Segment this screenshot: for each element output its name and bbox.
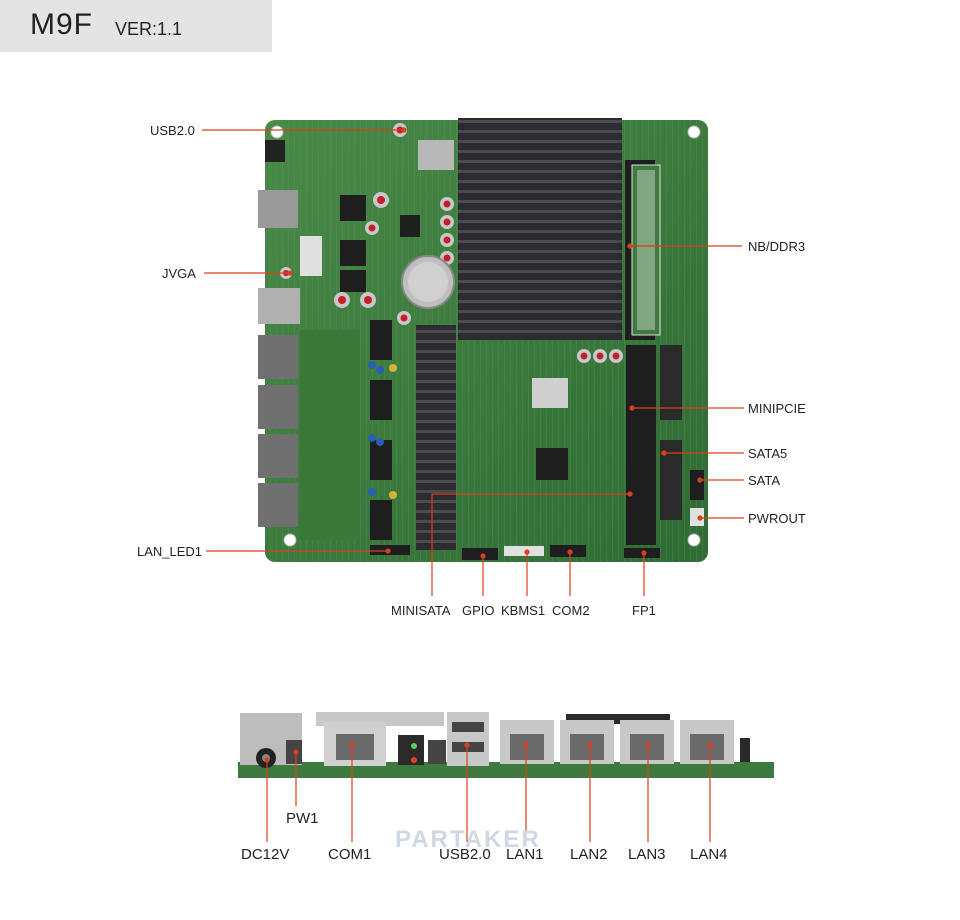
label-usb20: USB2.0 [150,123,195,138]
label-pw1: PW1 [286,810,319,827]
motherboard-io-view [238,712,774,778]
watermark: PARTAKER [395,826,541,853]
label-gpio: GPIO [462,603,495,618]
label-io-usb20: USB2.0 [439,846,491,863]
label-minisata: MINISATA [391,603,451,618]
label-sata: SATA [748,473,781,488]
label-lan3: LAN3 [628,846,666,863]
motherboard-top-view [258,118,708,562]
label-minipcie: MINIPCIE [748,401,806,416]
label-jvga: JVGA [162,266,196,281]
model-name: M9F [30,8,93,41]
header-banner: M9F VER:1.1 [0,0,272,52]
label-com2: COM2 [552,603,590,618]
label-pwrout: PWROUT [748,511,806,526]
label-lan2: LAN2 [570,846,608,863]
leader-lines [202,127,744,842]
label-lan-led1: LAN_LED1 [137,544,203,559]
label-com1: COM1 [328,846,372,863]
label-nb-ddr3: NB/DDR3 [748,239,806,254]
model-version: VER:1.1 [115,19,183,39]
label-lan1: LAN1 [506,846,544,863]
label-sata5: SATA5 [748,446,788,461]
label-kbms1: KBMS1 [501,603,546,618]
label-lan4: LAN4 [690,846,728,863]
label-fp1: FP1 [632,603,656,618]
label-dc12v: DC12V [241,846,290,863]
